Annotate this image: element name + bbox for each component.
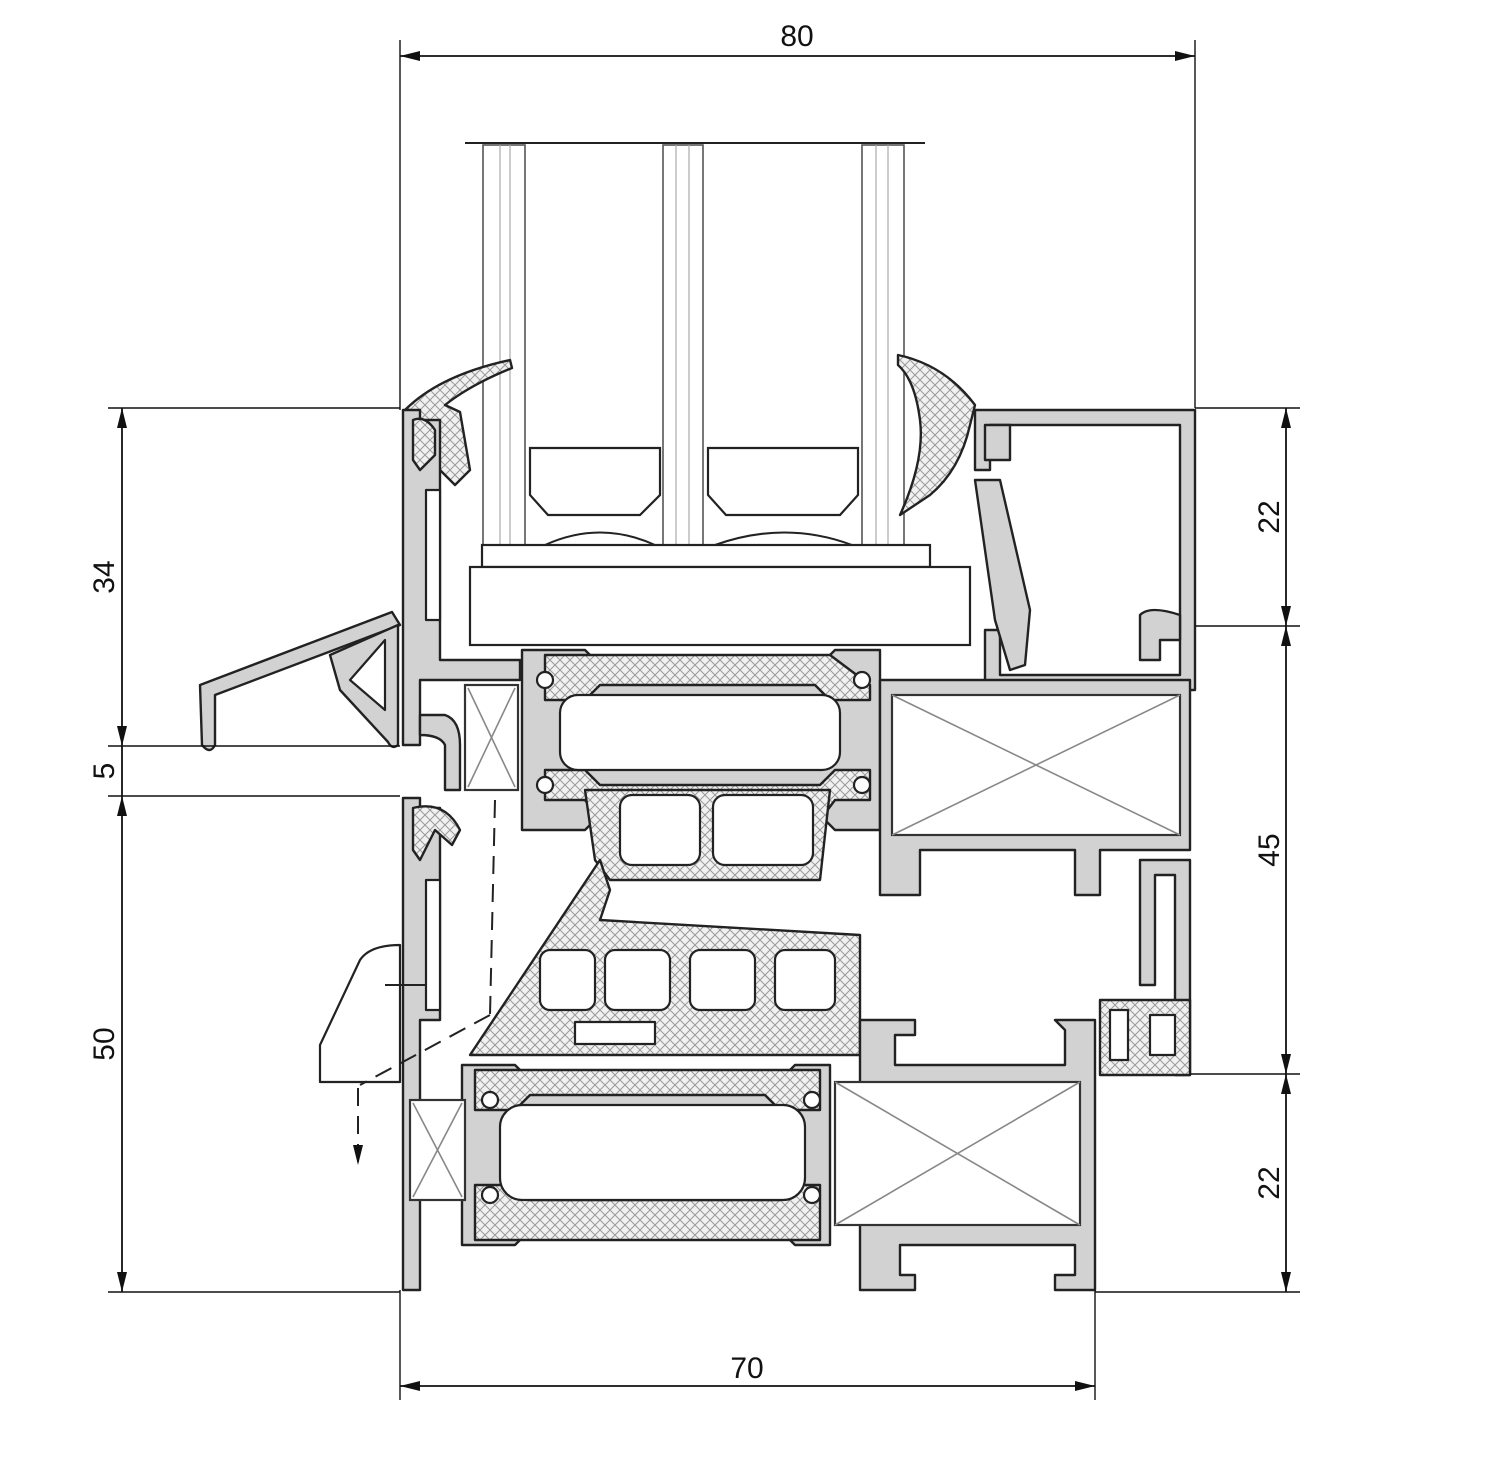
glazing-gaskets (403, 353, 977, 517)
dimension-left-gap: 5 (88, 763, 121, 780)
gap-timber (463, 683, 520, 792)
dimension-left-lower: 50 (88, 1027, 121, 1060)
frame-thermal-break-lower (460, 858, 862, 1247)
inner-frame-middle (1098, 858, 1192, 1077)
outer-frame-lower (401, 796, 462, 1292)
dimension-right-middle: 45 (1253, 833, 1286, 866)
glazing-spacers (528, 446, 860, 546)
inner-frame-upper (973, 408, 1197, 692)
sash-core-upper (878, 678, 1192, 897)
outer-sash-profile (401, 408, 522, 792)
drainage-path (353, 799, 496, 1165)
dimension-bottom-width: 70 (730, 1352, 763, 1385)
dimension-right-top: 22 (1253, 500, 1286, 533)
drain-cap (318, 943, 425, 1084)
dimension-lines (108, 40, 1300, 1400)
glazing-block (468, 543, 972, 647)
dimension-left-upper: 34 (88, 560, 121, 593)
frame-core-lower (408, 1018, 1097, 1292)
dimension-top-width: 80 (780, 20, 813, 53)
sash-thermal-break-upper (520, 648, 882, 882)
dimension-right-bottom: 22 (1253, 1166, 1286, 1199)
drip-bar (198, 610, 402, 752)
